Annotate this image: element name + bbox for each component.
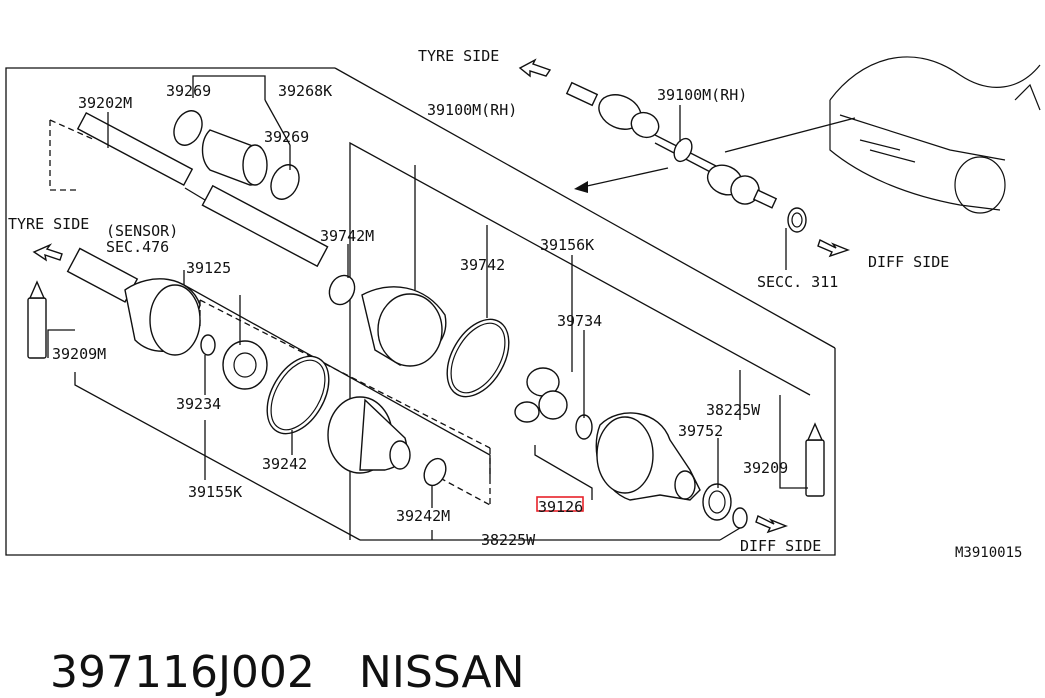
bracket-39155k [74,372,361,541]
boot-39268k-icon [201,129,268,186]
label-39100m-rh-top: 39100M(RH) [657,86,747,104]
inner-shaft-39202m-icon [76,111,329,268]
outer-joint-icon [66,247,201,356]
label-39125: 39125 [186,259,231,277]
label-sensor: (SENSOR) [106,222,178,240]
part-highlight-box [536,496,584,512]
label-39268k: 39268K [278,82,332,100]
arrow-tyre-side-left-icon [32,243,63,262]
label-39742: 39742 [460,256,505,274]
label-tyre-side-top: TYRE SIDE [418,47,499,65]
label-38225w-bottom: 38225W [481,531,536,549]
oil-seal-top-icon [787,207,807,233]
boot-39742-icon [361,286,447,367]
boot-39242m-icon [327,396,411,474]
dashed-box-upper [49,119,96,191]
label-39209: 39209 [743,459,788,477]
label-38225w-right: 38225W [706,401,761,419]
plug-39209m-icon [27,280,47,359]
label-diff-side-top: DIFF SIDE [868,253,949,271]
spider-assembly-39156k-icon [514,367,568,423]
label-39242m: 39242M [396,507,450,525]
o-ring-icon [732,507,748,529]
sensor-rotor-39125-icon [222,340,268,390]
housing-39126-icon [595,412,701,501]
snap-ring-39734-icon [575,414,593,440]
boot-band-39742m-icon [328,274,356,306]
label-ref-code: M3910015 [955,545,1022,560]
snap-ring-39234-icon [200,334,216,356]
label-39100m-rh: 39100M(RH) [427,101,517,119]
part-number: 397116J002 [49,647,315,698]
part-labels: TYRE SIDE 39100M(RH) DIFF SIDE SECC. 311… [8,47,1022,560]
callout-arrow-2 [577,167,669,189]
small-boot-band-icon [423,457,447,487]
label-secc-311: SECC. 311 [757,273,838,291]
leader-lines [47,75,808,540]
assembled-driveshaft-icon [565,81,778,209]
label-39242: 39242 [262,455,307,473]
oil-seal-39752-icon [702,483,732,521]
exploded-parts-diagram: TYRE SIDE 39100M(RH) DIFF SIDE SECC. 311… [5,47,1041,560]
boot-band-39269-icon [173,110,300,200]
boot-band-39242-icon [266,355,330,435]
label-39234: 39234 [176,395,221,413]
label-39752: 39752 [678,422,723,440]
label-39155k: 39155K [188,483,242,501]
boot-band-large-39742-icon [446,318,510,398]
arrow-diff-side-bottom-icon [755,515,789,534]
brand-name: NISSAN [358,647,525,698]
diagram-frame [5,67,836,556]
label-sec-476: SEC.476 [106,238,169,256]
label-39209m: 39209M [52,345,106,363]
car-front-icon [829,56,1041,214]
label-diff-side-bottom: DIFF SIDE [740,537,821,555]
label-tyre-side-left: TYRE SIDE [8,215,89,233]
arrow-tyre-side-top-icon [518,58,552,78]
plug-39209-icon [805,422,825,497]
label-39269-b: 39269 [264,128,309,146]
callout-arrow-1 [724,117,856,153]
part-caption: 397116J002 NISSAN [22,596,525,698]
label-39156k: 39156K [540,236,594,254]
label-39734: 39734 [557,312,602,330]
label-39126: 39126 [538,498,583,516]
label-39742m: 39742M [320,227,374,245]
arrow-diff-side-top-icon [817,239,851,258]
label-39269-a: 39269 [166,82,211,100]
label-39202m: 39202M [78,94,132,112]
